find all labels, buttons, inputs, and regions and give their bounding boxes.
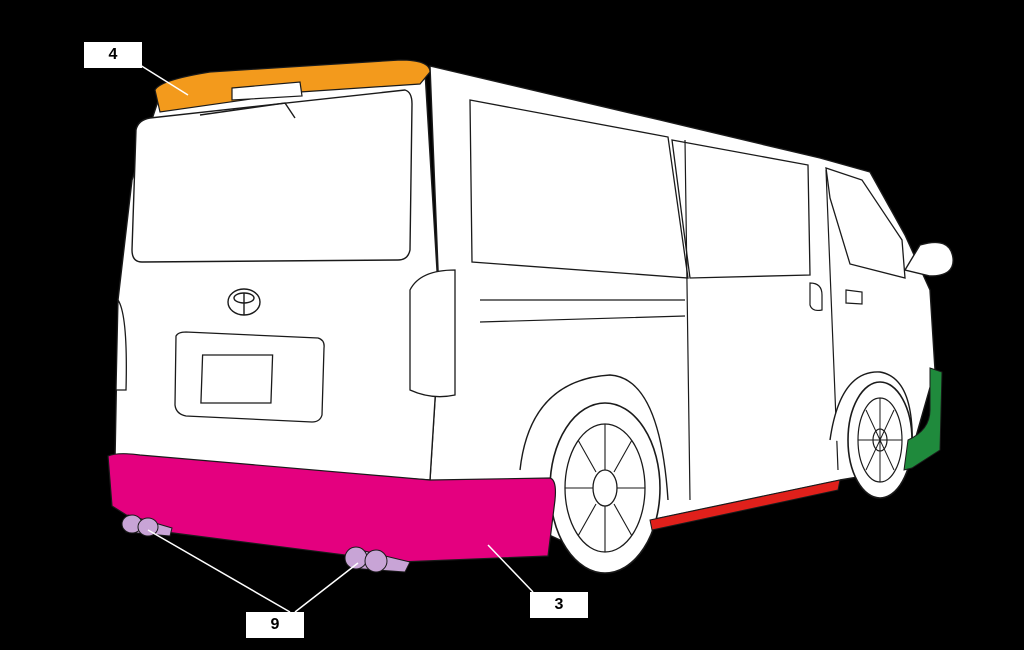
rear-window bbox=[131, 89, 413, 263]
leader-line-9b bbox=[294, 562, 359, 613]
leader-line-9a bbox=[147, 529, 291, 613]
muffler-left-part bbox=[121, 514, 173, 537]
tail-light-right bbox=[409, 269, 456, 398]
high-mount-stop-lamp bbox=[231, 81, 303, 101]
side-window-mid bbox=[671, 139, 811, 279]
callout-rear-bumper: 3 bbox=[530, 592, 588, 618]
toyota-emblem-icon bbox=[227, 288, 261, 316]
fuel-lid bbox=[809, 282, 823, 312]
rear-wiper bbox=[199, 102, 296, 119]
door-handle bbox=[845, 289, 863, 305]
license-plate bbox=[200, 354, 274, 404]
tail-light-left bbox=[115, 297, 127, 391]
callout-muffler: 9 bbox=[246, 612, 304, 638]
rear-bumper-part bbox=[107, 453, 557, 563]
front-door-window bbox=[825, 167, 906, 279]
leader-line-3 bbox=[487, 544, 534, 593]
rear-wheel bbox=[549, 402, 661, 574]
callout-spoiler: 4 bbox=[84, 42, 142, 68]
side-step-part bbox=[649, 479, 841, 531]
front-spoiler-part bbox=[903, 367, 943, 471]
leader-line-4 bbox=[139, 64, 189, 96]
muffler-right-part bbox=[344, 546, 411, 573]
front-wheel bbox=[847, 381, 913, 499]
sliding-door-rail bbox=[479, 139, 839, 501]
side-mirror bbox=[903, 241, 954, 277]
side-window-rear bbox=[469, 99, 689, 279]
